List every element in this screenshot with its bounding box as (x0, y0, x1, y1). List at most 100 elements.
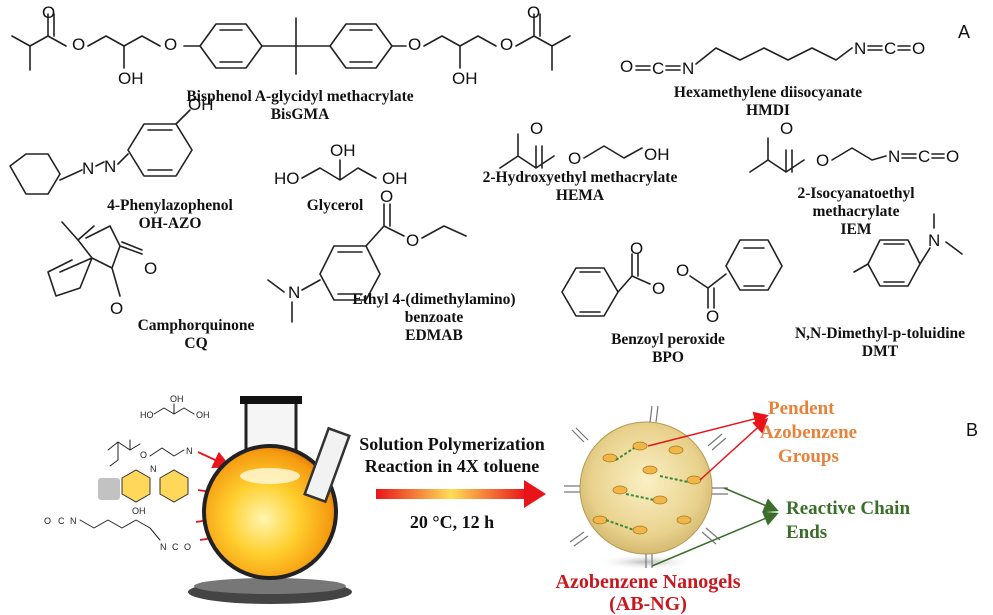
nanogel-abbr: (AB-NG) (609, 593, 687, 615)
atom-n: N (160, 542, 167, 552)
edmab-structure: N O O (267, 187, 467, 323)
atom-o: O (568, 149, 581, 168)
pendent-label-line3: Groups (778, 446, 839, 467)
atom-n: N (928, 231, 940, 250)
bpo-abbr: BPO (652, 349, 684, 366)
bpo-structure: O O O O (561, 239, 783, 326)
iem-name: 2-Isocyanatoethyl (797, 185, 915, 202)
atom-c: C (172, 542, 179, 552)
glycerol-name: Glycerol (307, 197, 364, 214)
reaction-temp-time: 20 °C, 12 h (410, 512, 494, 532)
nanogel-particle (564, 405, 728, 570)
atom-oh: OH (330, 141, 356, 160)
dmt-name: N,N-Dimethyl-p-toluidine (795, 325, 965, 342)
pendent-label-line2: Azobenzene (760, 422, 857, 443)
bpo-name: Benzoyl peroxide (611, 331, 725, 348)
atom-o: O (706, 307, 719, 326)
atom-o: O (406, 231, 419, 250)
oh-azo-name: 4-Phenylazophenol (107, 197, 233, 214)
reactive-label-line2: Ends (786, 522, 827, 543)
reactive-pointer-arrows (651, 487, 779, 567)
atom-o: O (164, 35, 177, 54)
hmdi-structure: O C N N C O (620, 39, 925, 78)
bisgma-name: Bisphenol A-glycidyl methacrylate (186, 88, 413, 105)
atom-n: N (682, 59, 694, 78)
atom-o: O (527, 3, 540, 22)
atom-o: O (620, 57, 633, 76)
atom-oh: OH (452, 69, 478, 88)
atom-o: O (500, 35, 513, 54)
atom-o: O (530, 119, 543, 138)
atom-o: O (184, 542, 191, 552)
atom-oh: OH (132, 506, 146, 516)
edmab-abbr: benzoate (405, 309, 464, 326)
atom-o: O (140, 450, 147, 460)
atom-o: O (780, 119, 793, 138)
atom-n: N (288, 283, 300, 302)
cq-name: Camphorquinone (138, 317, 255, 334)
iem-abbr2: IEM (841, 221, 872, 238)
panel-label-a: A (958, 22, 970, 42)
atom-o: O (816, 151, 829, 170)
pendent-pointer-arrows (647, 411, 769, 481)
atom-c: C (918, 147, 930, 166)
atom-oh: OH (170, 394, 184, 404)
atom-oh: OH (188, 95, 214, 114)
dmt-structure: N (853, 213, 963, 287)
oh-azo-abbr: OH-AZO (139, 215, 202, 232)
atom-o: O (42, 3, 55, 22)
atom-o: O (380, 187, 393, 206)
panel-label-b: B (966, 420, 978, 440)
hema-name: 2-Hydroxyethyl methacrylate (483, 169, 678, 186)
atom-c: C (58, 516, 65, 526)
atom-n: N (888, 147, 900, 166)
atom-c: C (884, 39, 896, 58)
bisgma-abbr: BisGMA (271, 106, 330, 123)
atom-n: N (82, 159, 94, 178)
reactant-oh-azo-small: N OH (98, 464, 189, 516)
atom-n: N (104, 157, 116, 176)
atom-oh: OH (382, 169, 408, 188)
reactant-hmdi-small: O C N N C O (44, 516, 191, 552)
atom-o: O (44, 516, 51, 526)
reactive-label-line1: Reactive Chain (786, 498, 910, 519)
glycerol-structure: HO OH OH (274, 141, 408, 188)
atom-ho: HO (274, 169, 300, 188)
atom-oh: OH (196, 410, 210, 420)
hema-structure: O O OH (499, 119, 670, 169)
reactant-iem-small: O N (107, 439, 193, 467)
hmdi-name: Hexamethylene diisocyanate (674, 84, 862, 101)
atom-o: O (912, 39, 925, 58)
atom-n: N (70, 516, 77, 526)
atom-c: C (652, 59, 664, 78)
reaction-arrow (376, 480, 546, 508)
reactant-glycerol-small: HO OH OH (140, 394, 210, 420)
edmab-abbr2: EDMAB (405, 327, 463, 344)
atom-ho: HO (140, 410, 154, 420)
dmt-abbr: DMT (862, 343, 899, 360)
iem-structure: O O N C O (749, 119, 959, 173)
camphorquinone-structure: O O (47, 221, 157, 318)
atom-o: O (676, 261, 689, 280)
atom-o: O (144, 259, 157, 278)
atom-n: N (150, 464, 157, 474)
cq-abbr: CQ (184, 335, 207, 352)
atom-o: O (72, 35, 85, 54)
atom-o: O (630, 239, 643, 258)
reaction-flask (188, 396, 352, 604)
edmab-name: Ethyl 4-(dimethylamino) (352, 291, 515, 308)
reaction-condition-line1: Solution Polymerization (359, 434, 545, 454)
oh-azo-structure: N N OH (9, 95, 214, 195)
iem-abbr: methacrylate (813, 203, 900, 220)
hema-abbr: HEMA (556, 187, 605, 204)
atom-n: N (186, 446, 193, 456)
atom-n: N (854, 39, 866, 58)
reaction-condition-line2: Reaction in 4X toluene (365, 456, 540, 476)
atom-o: O (110, 299, 123, 318)
hmdi-abbr: HMDI (746, 102, 790, 119)
pendent-label-line1: Pendent (768, 398, 835, 419)
atom-oh: OH (118, 69, 144, 88)
nanogel-name: Azobenzene Nanogels (556, 571, 741, 593)
atom-o: O (408, 35, 421, 54)
